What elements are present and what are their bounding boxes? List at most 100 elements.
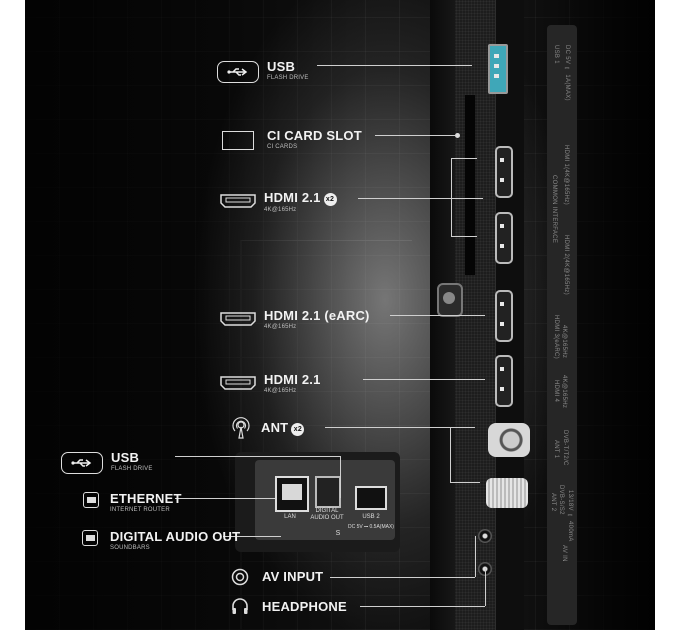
- optical-audio-port: [315, 476, 341, 508]
- tv-rear-panel-scene: USB 1 DC 5V ⎓ 1A(MAX) HDMI 1(4K@165Hz) C…: [25, 0, 655, 630]
- strip-usb1-power: DC 5V ⎓ 1A(MAX): [564, 45, 570, 101]
- hdmi-x2-title: HDMI 2.1: [264, 190, 321, 205]
- leader-av-input-riser: [475, 536, 476, 577]
- hdmi4-port: [495, 355, 513, 407]
- headphone-icon: [231, 597, 249, 615]
- leader-hdmi-earc: [390, 315, 485, 316]
- digital-audio-title: DIGITAL AUDIO OUT: [110, 529, 241, 544]
- callout-hdmi-earc: HDMI 2.1 (eARC) 4K@165Hz: [220, 308, 370, 331]
- quantity-badge: x2: [291, 423, 305, 436]
- leader-hdmi-x2: [358, 198, 483, 199]
- ant1-coax-port: [488, 423, 530, 457]
- optical-port-label: DIGITAL AUDIO OUT: [310, 508, 344, 521]
- lan-port-label: LAN: [284, 514, 296, 520]
- usb2-port: [355, 486, 387, 510]
- hdmi2-port: [495, 212, 513, 264]
- strip-ant1-spec: DVB-T/T2/C: [562, 430, 568, 466]
- usb2-power-label: DC 5V ⎓ 0.5A(MAX): [348, 524, 394, 530]
- usb-top-title: USB: [267, 59, 296, 74]
- callout-ethernet: ETHERNET INTERNET ROUTER: [83, 491, 182, 514]
- usb-icon: [61, 452, 103, 474]
- rear-io-plate: LAN DIGITAL AUDIO OUT USB 2 DC 5V ⎓ 0.5A…: [255, 460, 395, 540]
- leader-usb-bottom-drop: [340, 456, 341, 498]
- leader-ant-bracket: [450, 427, 451, 482]
- leader-hdmi-x2-bottom: [451, 236, 477, 237]
- ci-card-slot-subtitle: CI CARDS: [267, 144, 298, 150]
- optical-audio-icon: [82, 530, 98, 546]
- usb-top-subtitle: FLASH DRIVE: [267, 75, 309, 81]
- hdmi-title: HDMI 2.1: [264, 372, 321, 387]
- callout-headphone: HEADPHONE: [231, 597, 347, 615]
- hdmi-icon: [220, 312, 256, 326]
- hdmi1-port: [495, 146, 513, 198]
- strip-ant2-label: ANT 2: [550, 493, 556, 512]
- leader-usb-top: [317, 65, 472, 66]
- ethernet-icon: [83, 492, 99, 508]
- av-input-icon: [231, 568, 249, 586]
- strip-hdmi2-label: HDMI 2(4K@165Hz): [563, 235, 569, 295]
- hdmi-earc-subtitle: 4K@165Hz: [264, 324, 297, 330]
- usb-icon: [217, 61, 259, 83]
- av-input-title: AV INPUT: [262, 569, 324, 584]
- strip-hdmi4-label: HDMI 4: [553, 380, 559, 403]
- headphone-title: HEADPHONE: [262, 599, 347, 614]
- ant-title: ANT: [261, 420, 289, 435]
- hdmi-subtitle: 4K@165Hz: [264, 388, 297, 394]
- usb1-port: [488, 44, 508, 94]
- leader-digital-audio: [223, 536, 281, 537]
- leader-hdmi-x2-top: [451, 158, 477, 159]
- leader-ethernet: [175, 498, 275, 499]
- callout-ci-card-slot: CI CARD SLOT CI CARDS: [222, 128, 362, 151]
- strip-hdmi4-spec: 4K@165Hz: [561, 375, 567, 409]
- strip-usb1-label: USB 1: [553, 45, 559, 64]
- leader-ci-slot: [375, 135, 455, 136]
- leader-hdmi-x2-bracket: [451, 158, 452, 236]
- callout-usb-bottom: USB FLASH DRIVE: [61, 450, 153, 474]
- usb2-port-label: USB 2: [362, 514, 380, 520]
- strip-av-in: AV IN: [561, 545, 567, 562]
- strip-hdmi3-spec: 4K@165Hz: [561, 325, 567, 359]
- card-slot-icon: [222, 131, 254, 150]
- hdmi-icon: [220, 376, 256, 390]
- callout-hdmi: HDMI 2.1 4K@165Hz: [220, 372, 321, 395]
- leader-ant-bottom: [450, 482, 480, 483]
- usb-bottom-title: USB: [111, 450, 140, 465]
- strip-common-interface: COMMON INTERFACE: [551, 175, 557, 244]
- port-label-strip: USB 1 DC 5V ⎓ 1A(MAX) HDMI 1(4K@165Hz) C…: [547, 25, 577, 625]
- leader-av-input: [330, 577, 475, 578]
- strip-hdmi3-label: HDMI 3(eARC): [553, 315, 559, 359]
- lan-port: [275, 476, 309, 512]
- hdmi-x2-subtitle: 4K@165Hz: [264, 207, 297, 213]
- digital-audio-subtitle: SOUNDBARS: [110, 545, 150, 551]
- antenna-icon: [231, 417, 251, 439]
- ci-slot-marker: [455, 133, 460, 138]
- av-input-jack: [478, 529, 492, 543]
- leader-hdmi: [363, 379, 485, 380]
- strip-hdmi1-label: HDMI 1(4K@165Hz): [563, 145, 569, 205]
- strip-ant2-power: 13/18V ⎓ 400mA: [567, 490, 573, 542]
- quantity-badge: x2: [323, 193, 337, 206]
- ci-card-slot-port: [465, 95, 475, 275]
- leader-headphone: [360, 606, 485, 607]
- ci-card-slot-title: CI CARD SLOT: [267, 128, 362, 143]
- leader-usb-bottom: [175, 456, 340, 457]
- mounting-screw: [437, 283, 463, 317]
- usb-bottom-subtitle: FLASH DRIVE: [111, 466, 153, 472]
- leader-ant: [325, 427, 475, 428]
- callout-usb-top: USB FLASH DRIVE: [217, 59, 309, 83]
- strip-ant1-label: ANT 1: [553, 440, 559, 459]
- rear-io-box: LAN DIGITAL AUDIO OUT USB 2 DC 5V ⎓ 0.5A…: [235, 452, 400, 552]
- callout-digital-audio: DIGITAL AUDIO OUT SOUNDBARS: [82, 529, 240, 552]
- ethernet-title: ETHERNET: [110, 491, 182, 506]
- hdmi-earc-title: HDMI 2.1 (eARC): [264, 308, 370, 323]
- leader-headphone-riser: [485, 568, 486, 606]
- ethernet-subtitle: INTERNET ROUTER: [110, 507, 170, 513]
- hdmi3-earc-port: [495, 290, 513, 342]
- hdmi-icon: [220, 194, 256, 208]
- strip-ant2-spec: DVB-S/S2: [558, 485, 564, 515]
- s-mark: S: [335, 530, 341, 537]
- ant2-f-connector-port: [486, 478, 528, 508]
- callout-av-input: AV INPUT: [231, 568, 323, 586]
